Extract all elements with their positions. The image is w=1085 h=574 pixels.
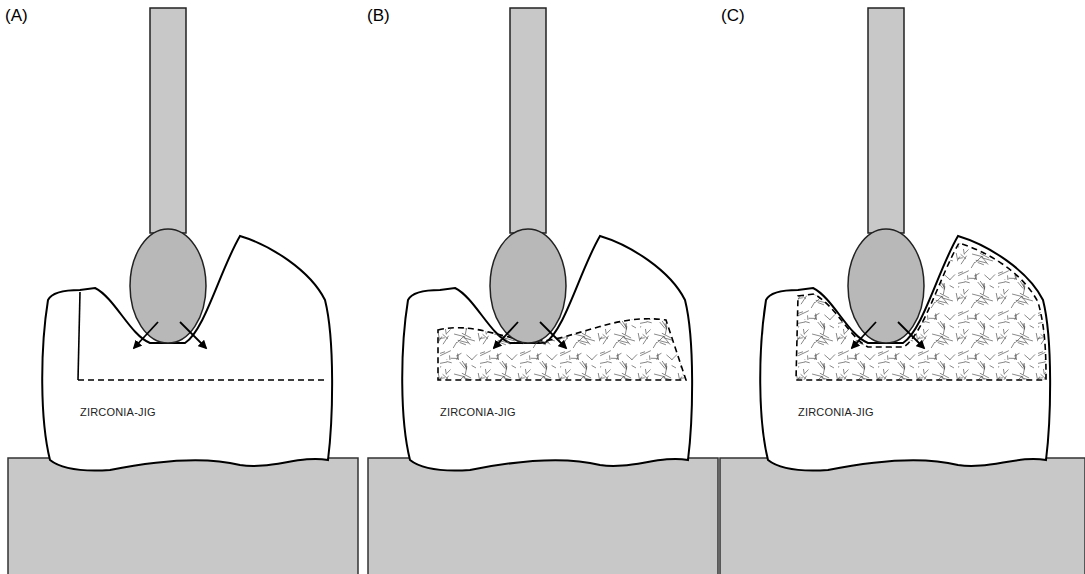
mounting-base bbox=[368, 458, 718, 574]
loading-rod bbox=[510, 8, 546, 233]
force-arrow bbox=[180, 322, 206, 348]
loading-ball bbox=[130, 229, 206, 343]
force-arrow bbox=[540, 322, 566, 348]
mounting-base bbox=[720, 458, 1085, 574]
jig-label-box: ZIRCONIA-JIG bbox=[80, 406, 160, 418]
restoration-region bbox=[438, 319, 686, 380]
loading-rod bbox=[868, 8, 904, 233]
material-label: ZIRCONIA-JIG bbox=[798, 406, 878, 418]
panel-label: (B) bbox=[367, 6, 390, 26]
loading-ball bbox=[490, 229, 566, 343]
test-setup bbox=[402, 8, 692, 471]
material-label: ZIRCONIA-JIG bbox=[80, 406, 160, 418]
panel-label: (A) bbox=[5, 6, 28, 26]
jig-label-box: ZIRCONIA-JIG bbox=[798, 406, 878, 418]
jig-label-box: ZIRCONIA-JIG bbox=[440, 406, 520, 418]
loading-rod bbox=[150, 8, 186, 233]
cavity-floor bbox=[78, 379, 328, 381]
test-setup bbox=[42, 8, 332, 471]
force-arrow bbox=[134, 322, 158, 348]
material-label: ZIRCONIA-JIG bbox=[440, 406, 520, 418]
force-arrow bbox=[852, 322, 876, 348]
panel-label: (C) bbox=[721, 6, 745, 26]
cavity-wall bbox=[78, 292, 80, 380]
force-arrow bbox=[898, 322, 924, 348]
test-setup bbox=[760, 8, 1050, 471]
mounting-base bbox=[8, 458, 358, 574]
loading-ball bbox=[848, 229, 924, 343]
force-arrow bbox=[494, 322, 518, 348]
